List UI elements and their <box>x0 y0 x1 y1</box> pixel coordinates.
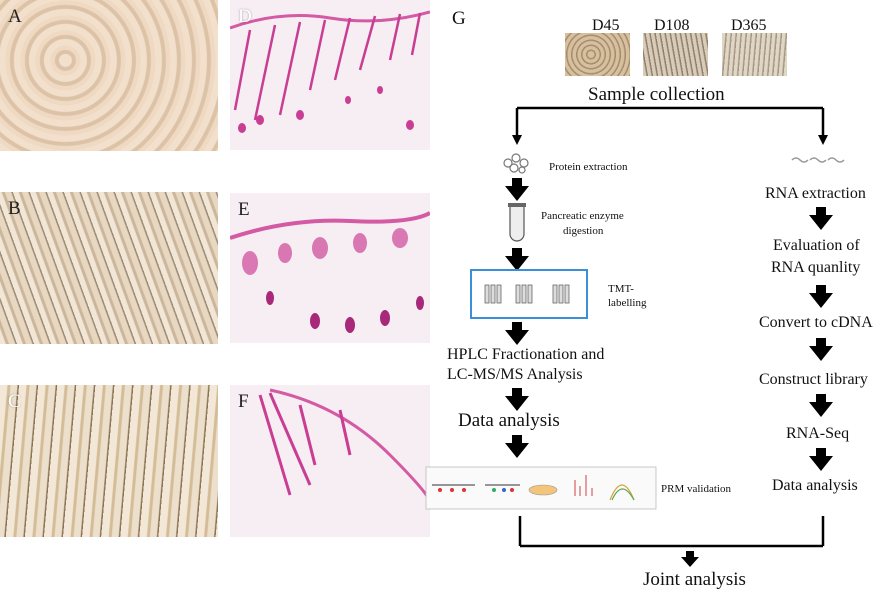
panel-b-photo: B <box>0 192 218 344</box>
joint-analysis-label: Joint analysis <box>643 569 746 590</box>
panel-b-label: B <box>8 198 21 219</box>
sample-d45-photo <box>565 33 630 76</box>
histology-f-svg <box>258 388 430 507</box>
protein-icon <box>503 153 529 174</box>
tmt-tubes <box>484 284 570 304</box>
panel-e-histology: E <box>230 193 430 343</box>
protein-data-analysis-label: Data analysis <box>458 410 560 431</box>
hplc-label-1: HPLC Fractionation and <box>447 346 605 363</box>
rna-extraction-label: RNA extraction <box>765 185 866 202</box>
panel-c-photo: C <box>0 385 218 537</box>
prm-validation-label: PRM validation <box>661 483 731 495</box>
panel-f-label: F <box>238 391 249 412</box>
digestion-label-1: Pancreatic enzyme <box>541 210 624 222</box>
histology-e-svg <box>230 211 430 333</box>
tube-icon <box>508 203 526 242</box>
panel-c-label: C <box>8 391 21 412</box>
sample-d108-photo <box>643 33 708 76</box>
tmt-label-2: labelling <box>608 297 647 309</box>
tmt-label-1: TMT- <box>608 283 634 295</box>
rna-evaluation-label-2: RNA quanlity <box>771 259 861 276</box>
block-arrows <box>505 178 833 471</box>
rna-evaluation-label-1: Evaluation of <box>773 237 860 254</box>
histology-d-svg <box>230 10 430 133</box>
sample-d45-label: D45 <box>592 17 620 34</box>
panel-g-label: G <box>452 8 466 29</box>
digestion-label-2: digestion <box>563 225 604 237</box>
rna-seq-label: RNA-Seq <box>786 425 850 442</box>
sample-d365-photo <box>722 33 787 76</box>
panel-d-histology: D <box>230 0 430 150</box>
prm-strip-icons <box>432 475 635 501</box>
rna-icon <box>791 157 845 163</box>
sample-d108-label: D108 <box>654 17 690 34</box>
protein-extraction-label: Protein extraction <box>549 161 628 173</box>
sample-collection-label: Sample collection <box>588 84 725 105</box>
panel-f-histology: F <box>230 385 430 537</box>
rna-data-analysis-label: Data analysis <box>772 477 858 494</box>
convert-cdna-label: Convert to cDNA <box>759 314 873 331</box>
panel-e-label: E <box>238 199 250 220</box>
panel-a-label: A <box>8 6 22 27</box>
panel-a-photo: A <box>0 0 218 151</box>
hplc-label-2: LC-MS/MS Analysis <box>447 366 583 383</box>
sample-d365-label: D365 <box>731 17 767 34</box>
construct-library-label: Construct library <box>759 371 868 388</box>
panel-d-label: D <box>238 6 252 27</box>
